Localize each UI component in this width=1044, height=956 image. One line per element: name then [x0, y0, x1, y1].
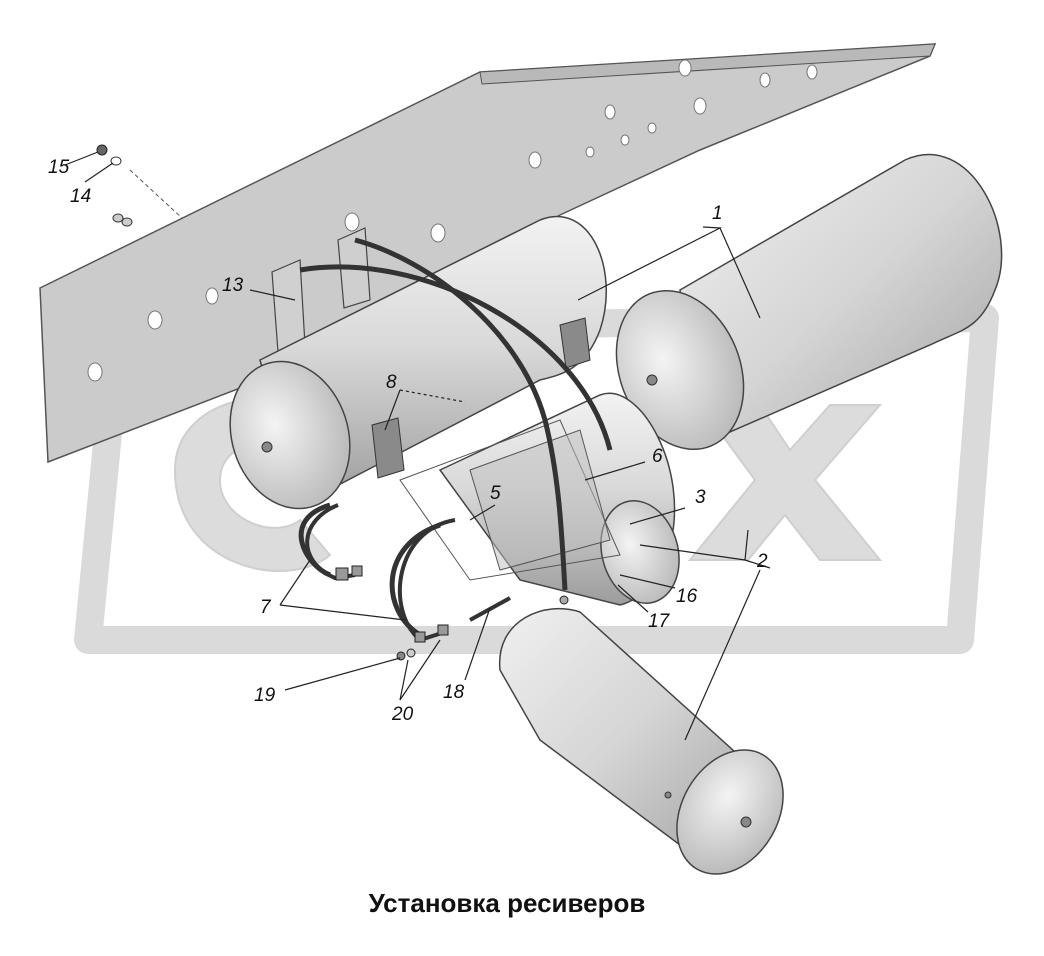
callout-18: 18 — [443, 682, 465, 703]
callout-3: 3 — [695, 487, 706, 508]
callout-17: 17 — [648, 611, 670, 632]
frame-holes — [87, 59, 818, 417]
callout-13: 13 — [222, 275, 244, 296]
clamp-bolts — [335, 565, 449, 643]
callout-19: 19 — [254, 685, 276, 706]
receiver-tank-lower — [499, 607, 784, 875]
callout-8: 8 — [386, 372, 397, 393]
fasteners-19-20 — [396, 595, 569, 661]
callout-1: 1 — [712, 203, 723, 224]
callout-16: 16 — [676, 586, 698, 607]
callout-14: 14 — [70, 186, 92, 207]
callout-6: 6 — [652, 446, 663, 467]
leader-lines — [64, 151, 771, 741]
callout-7: 7 — [260, 597, 271, 618]
receiver-tank-upper-right — [615, 153, 1003, 451]
receiver-tank-upper-left — [229, 215, 608, 510]
fasteners-14-15 — [96, 144, 183, 227]
diagram-caption: Установка ресиверов — [368, 888, 646, 918]
callout-15: 15 — [48, 157, 70, 178]
clamp-rings — [305, 503, 456, 643]
callout-20: 20 — [392, 704, 414, 725]
callout-2: 2 — [757, 551, 768, 572]
callout-5: 5 — [490, 483, 501, 504]
